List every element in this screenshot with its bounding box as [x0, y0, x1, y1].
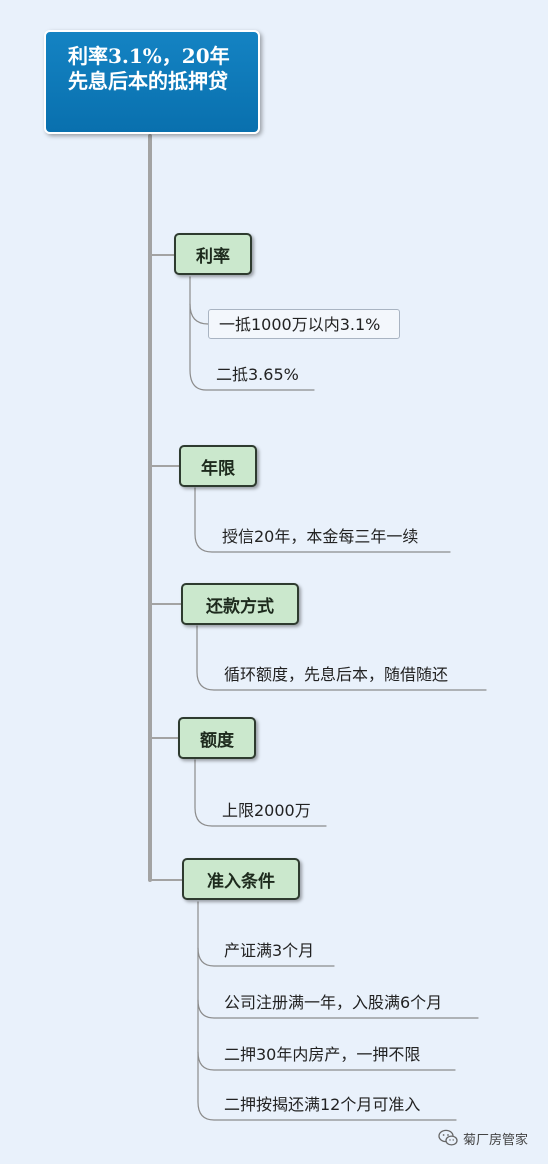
leaf-eligibility-item: 二押30年内房产，一押不限: [214, 1040, 420, 1070]
topic-label: 额度: [200, 730, 234, 751]
root-topic: 利率3.1%，20年先息后本的抵押贷: [44, 30, 260, 134]
leaf-second-mortgage-rate: 二抵3.65%: [206, 360, 299, 390]
topic-label: 准入条件: [207, 871, 275, 892]
leaf-repayment-detail: 循环额度，先息后本，随借随还: [214, 660, 448, 690]
leaf-connector: [194, 487, 451, 553]
topic-term: 年限: [179, 445, 257, 487]
leaf-text: 一抵1000万以内3.1%: [219, 315, 381, 334]
topic-label: 还款方式: [206, 596, 274, 617]
leaf-text: 二抵3.65%: [216, 365, 299, 384]
watermark: 菊厂房管家: [438, 1127, 528, 1149]
topic-interest-rate: 利率: [174, 233, 252, 275]
leaf-text: 产证满3个月: [224, 941, 315, 960]
root-title: 利率3.1%，20年先息后本的抵押贷: [68, 44, 230, 93]
leaf-connector: [197, 1051, 457, 1121]
topic-credit-limit: 额度: [178, 717, 256, 759]
leaf-connector: [189, 276, 209, 325]
topic-repayment-method: 还款方式: [181, 583, 299, 625]
leaf-eligibility-item: 二押按揭还满12个月可准入: [214, 1090, 420, 1120]
leaf-term-detail: 授信20年，本金每三年一续: [212, 522, 418, 552]
topic-eligibility: 准入条件: [182, 858, 300, 900]
leaf-eligibility-item: 公司注册满一年，入股满6个月: [214, 988, 442, 1018]
leaf-eligibility-item: 产证满3个月: [214, 936, 314, 966]
leaf-connector: [196, 625, 487, 691]
watermark-text: 菊厂房管家: [463, 1132, 529, 1148]
leaf-first-mortgage-rate: 一抵1000万以内3.1%: [208, 309, 400, 339]
leaf-text: 二押按揭还满12个月可准入: [224, 1095, 421, 1114]
topic-label: 年限: [201, 458, 235, 479]
leaf-text: 循环额度，先息后本，随借随还: [224, 665, 449, 684]
leaf-text: 二押30年内房产，一押不限: [224, 1045, 421, 1064]
leaf-text: 上限2000万: [222, 801, 311, 820]
leaf-limit-detail: 上限2000万: [212, 796, 311, 826]
wechat-icon: [438, 1129, 458, 1146]
leaf-text: 公司注册满一年，入股满6个月: [224, 993, 443, 1012]
leaf-connector: [189, 303, 315, 391]
leaf-text: 授信20年，本金每三年一续: [222, 527, 419, 546]
leaf-connector: [194, 759, 327, 827]
topic-label: 利率: [196, 246, 230, 267]
